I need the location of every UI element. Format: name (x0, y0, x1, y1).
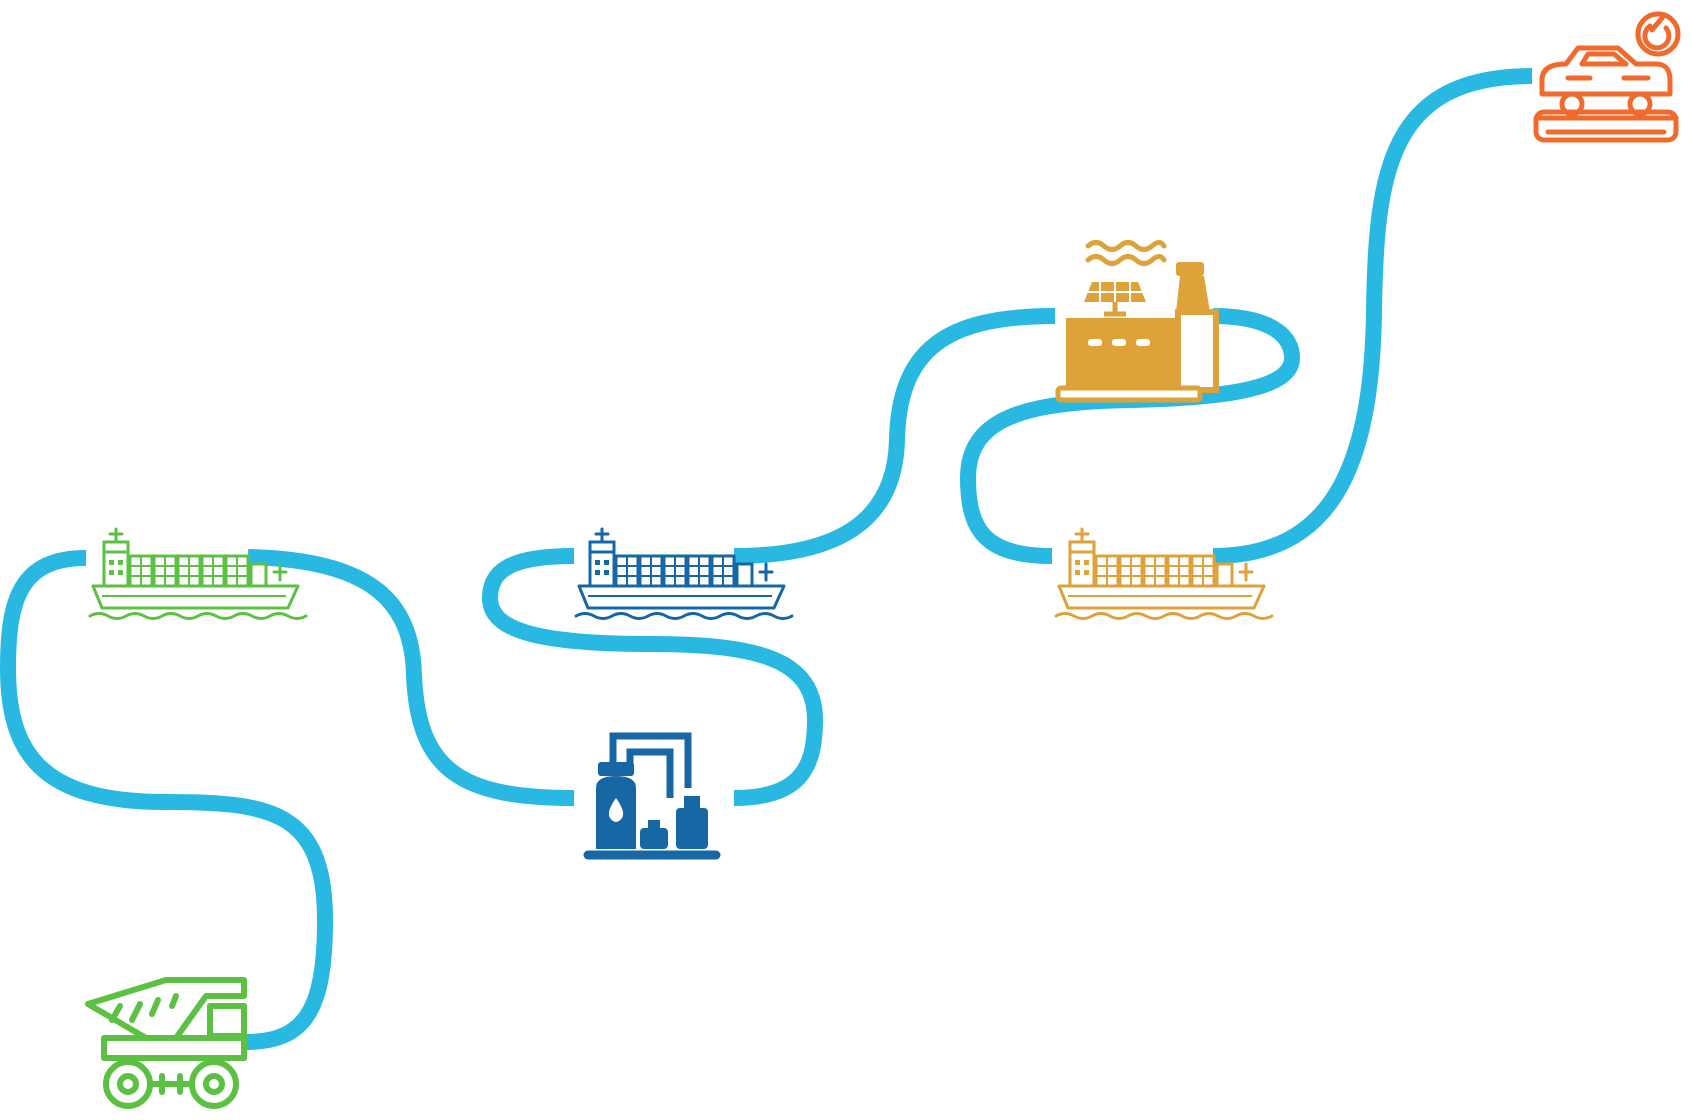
route-refinery-to-ship-refined (482, 548, 823, 806)
car-service-icon (1533, 11, 1681, 143)
route-ship-origin-to-refinery (247, 549, 575, 806)
route-ship-refined-to-factory (733, 308, 1056, 564)
route-ship-manufactured-to-car (1212, 68, 1533, 564)
cargo-ship-icon (1054, 527, 1274, 620)
mining-dump-truck-icon (85, 977, 247, 1109)
refinery-plant-icon (583, 732, 721, 860)
factory-icon (1055, 240, 1219, 403)
cargo-ship-icon (88, 527, 308, 620)
cargo-ship-icon (574, 527, 794, 620)
route-truck-to-ship-origin (0, 550, 333, 1050)
